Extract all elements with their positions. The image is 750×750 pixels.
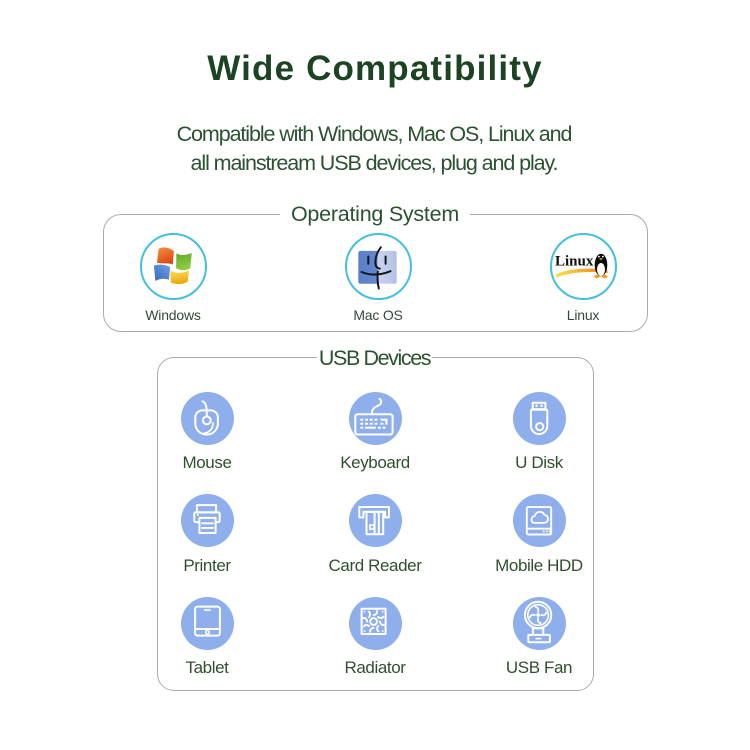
svg-text:Linux: Linux [555,254,594,270]
